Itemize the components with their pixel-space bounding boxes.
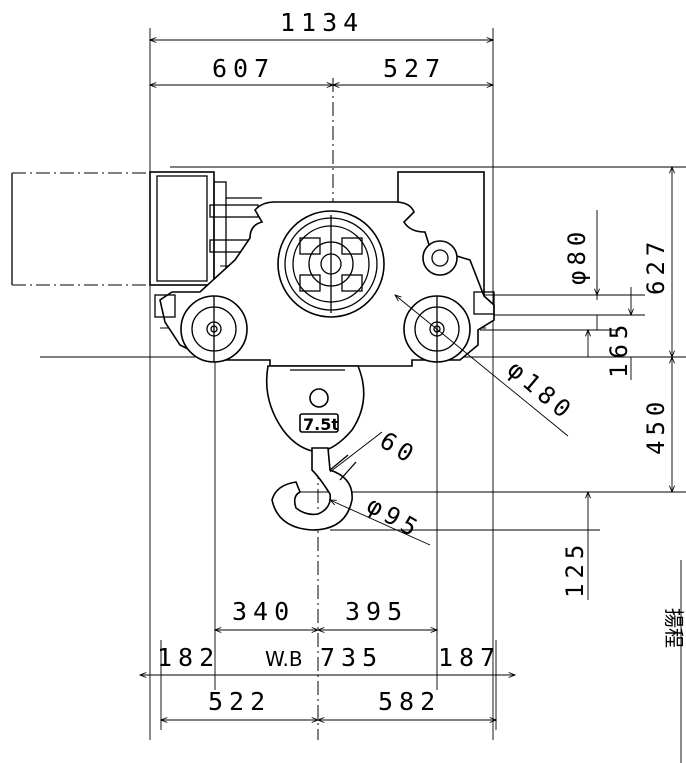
dim-wheel-offset: 165 xyxy=(605,320,633,378)
dim-right-overhang: 187 xyxy=(438,643,501,672)
dim-dia-80: φ80 xyxy=(563,227,591,285)
dim-wb-left: 340 xyxy=(232,597,295,626)
dim-overall-width: 1134 xyxy=(280,8,364,37)
dim-dia-180: φ180 xyxy=(502,355,580,426)
hook-block: 7.5t xyxy=(265,365,365,531)
motor-outline xyxy=(11,172,150,286)
dim-center-to-right: 527 xyxy=(383,54,446,83)
dim-height-mid: 450 xyxy=(642,397,670,455)
dim-left-overhang: 182 xyxy=(157,643,220,672)
dim-height-hook: 125 xyxy=(561,540,589,598)
dim-height-top: 627 xyxy=(642,237,670,295)
dim-throat-60: 60 xyxy=(375,426,423,470)
dim-wheel-base-label: W.B xyxy=(265,647,303,671)
lift-label: 揚程 xyxy=(662,608,686,648)
dim-bottom-left: 522 xyxy=(208,687,271,716)
dim-wb-right: 395 xyxy=(345,597,408,626)
hoist-body xyxy=(149,171,495,367)
dim-bottom-right: 582 xyxy=(378,687,441,716)
dim-dia-95: φ95 xyxy=(362,491,427,544)
dim-left-to-center: 607 xyxy=(212,54,275,83)
dimension-labels: 1134 607 527 627 450 125 165 φ80 φ180 60… xyxy=(157,8,686,716)
dimension-lines xyxy=(140,40,672,720)
dim-wheel-base-value: 735 xyxy=(320,643,383,672)
hook-capacity-plate: 7.5t xyxy=(303,415,339,434)
